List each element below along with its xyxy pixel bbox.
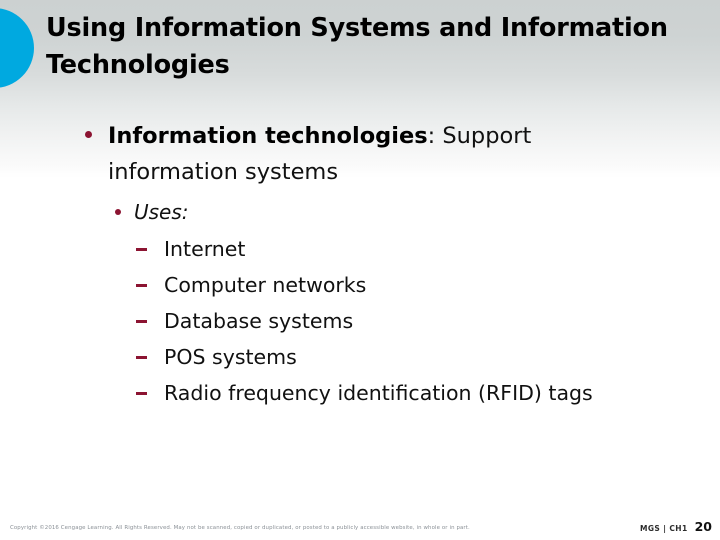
slide-title-line-1: Using Information Systems and Informatio… [46,13,668,43]
bullet-level1: Information technologies: Support inform… [80,118,648,190]
bullet-level2: Uses: [110,196,720,229]
dash-icon [136,284,147,287]
list-item-label: Database systems [164,309,354,333]
list-item-label: Computer networks [164,273,367,297]
list-item: POS systems [136,339,720,375]
footer-page-number: 20 [694,519,712,534]
bullet-level3-list: Internet Computer networks Database syst… [136,231,720,411]
list-item: Computer networks [136,267,720,303]
header-gradient-band [0,0,720,178]
dash-icon [136,320,147,323]
dash-icon [136,392,147,395]
dash-icon [136,248,147,251]
list-item: Internet [136,231,720,267]
footer-right-group: MGS | CH1 20 [640,519,712,534]
list-item-label: Radio frequency identification (RFID) ta… [164,381,593,405]
footer-copyright-text: Copyright ©2016 Cengage Learning. All Ri… [10,525,470,531]
bullet-level1-rest-text: : Support information systems [108,123,532,185]
bullet-level1-bold-text: Information technologies [108,123,428,149]
bullet-dot-icon [115,209,121,215]
bullet-level2-text: Uses: [134,200,189,224]
bullet-dot-icon [85,131,92,138]
list-item: Radio frequency identification (RFID) ta… [136,375,720,411]
slide-title-line-2: Technologies [46,50,230,80]
slide-title: Using Information Systems and Informatio… [46,10,686,84]
dash-icon [136,356,147,359]
list-item-label: Internet [164,237,246,261]
list-item-label: POS systems [164,345,297,369]
list-item: Database systems [136,303,720,339]
slide-body: Information technologies: Support inform… [0,118,720,411]
footer-course-code: MGS | CH1 [640,524,688,533]
